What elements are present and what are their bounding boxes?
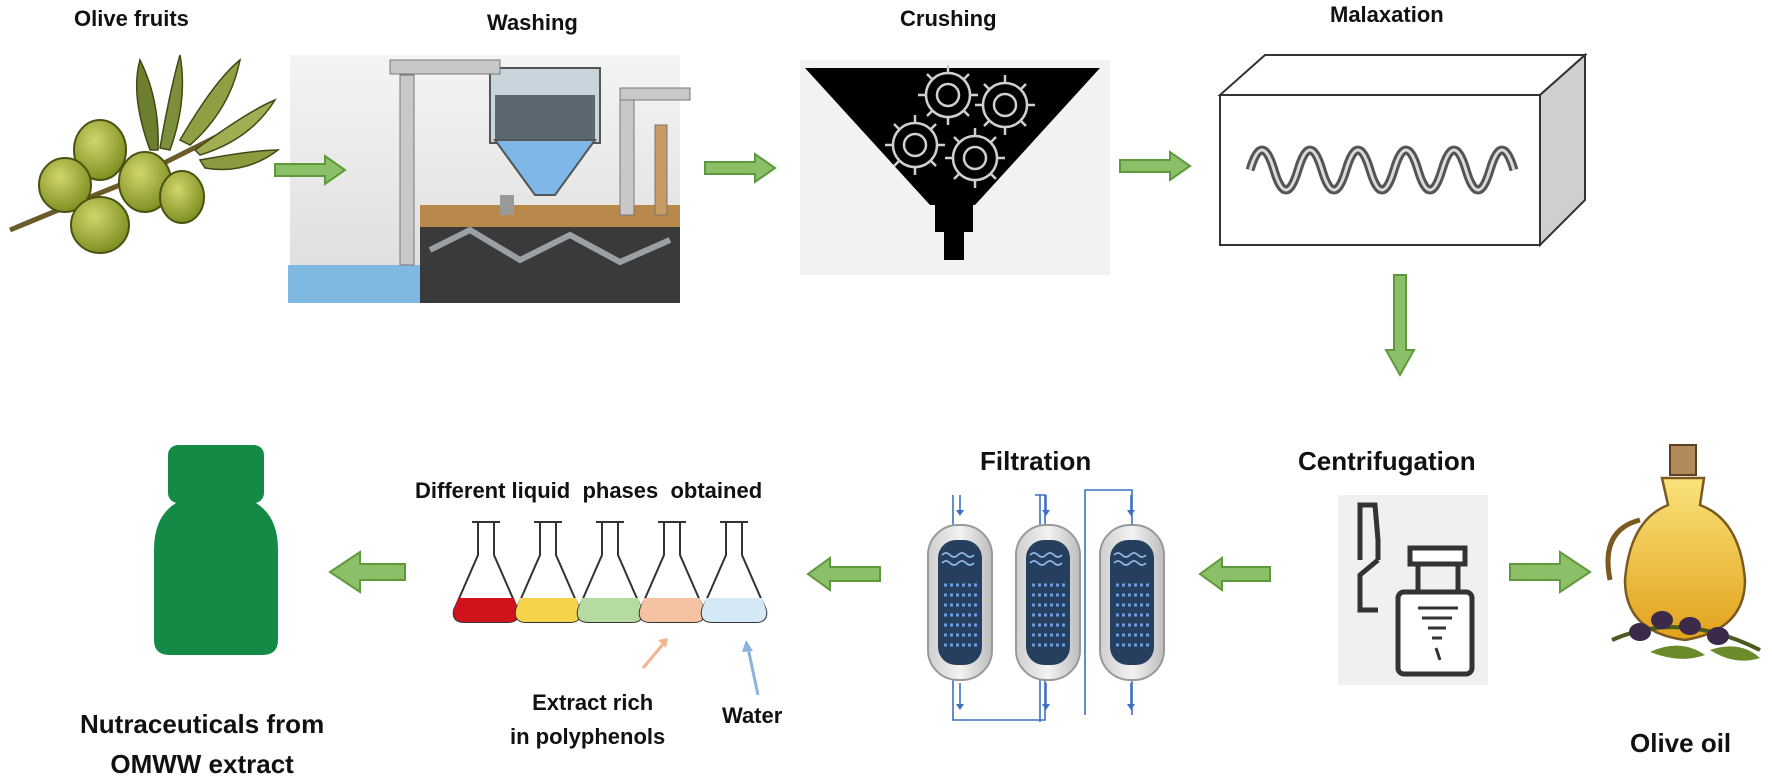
extract-pointer-arrow (641, 638, 668, 669)
arrow-phases-to-nutraceuticals (328, 550, 406, 594)
label-nutra-line1: Nutraceuticals from (80, 709, 325, 739)
label-malaxation: Malaxation (1330, 2, 1444, 27)
arrow-washing-to-crushing (704, 152, 777, 184)
arrow-centrifugation-to-oil (1509, 550, 1592, 594)
oil-jug-icon (1605, 444, 1761, 661)
label-olive-oil: Olive oil (1630, 728, 1732, 758)
gear-icon (885, 115, 945, 175)
arrow-olive-to-washing (274, 154, 347, 186)
label-washing: Washing (487, 10, 578, 35)
label-liquid-phases: Different liquid phases obtained (415, 478, 763, 503)
washing-tank-icon (288, 55, 691, 303)
gear-icon (918, 65, 978, 125)
label-extract-rich-polyphenols: Extract rich in polyphenols (510, 686, 665, 754)
label-water: Water (722, 703, 783, 728)
label-olive-fruits: Olive fruits (74, 6, 189, 31)
label-nutraceuticals: Nutraceuticals from OMWW extract (80, 704, 324, 784)
gear-icon (945, 128, 1005, 188)
olive-branch-icon (9, 54, 281, 254)
arrow-crushing-to-malaxation (1119, 150, 1192, 182)
arrow-centrifugation-to-filtration (1198, 556, 1271, 592)
label-extract-line1: Extract rich (532, 690, 654, 715)
water-pointer-arrow (742, 640, 760, 696)
arrow-filtration-to-phases (806, 556, 881, 592)
malaxer-box-icon (1217, 52, 1588, 248)
centrifuge-icon (1338, 495, 1488, 685)
arrow-malaxation-to-centrifugation (1384, 274, 1416, 378)
label-centrifugation: Centrifugation (1298, 446, 1476, 476)
crusher-hopper-icon (800, 60, 1110, 275)
label-crushing: Crushing (900, 6, 997, 31)
label-filtration: Filtration (980, 446, 1092, 476)
label-extract-line2: in polyphenols (510, 724, 666, 749)
bottle-icon (154, 445, 278, 655)
filter-column-icon (927, 489, 1165, 722)
flask-icon (452, 521, 768, 623)
gear-icon (975, 75, 1035, 135)
label-nutra-line2: OMWW extract (110, 749, 294, 779)
